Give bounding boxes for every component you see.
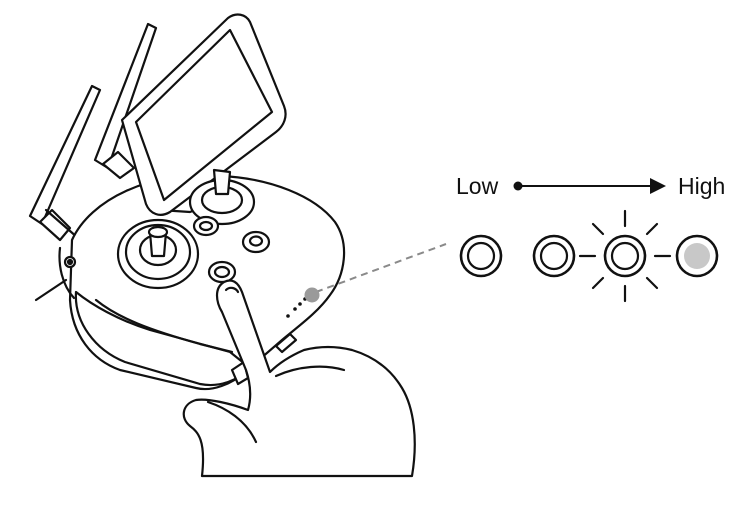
controller-buttons <box>192 215 271 284</box>
low-label: Low <box>456 173 499 199</box>
indicator-states <box>459 209 719 303</box>
pressing-hand <box>182 279 416 478</box>
level-scale: Low High <box>456 173 725 199</box>
callout-dot <box>304 287 320 303</box>
left-joystick <box>116 218 200 290</box>
remote-controller-illustration <box>28 13 346 391</box>
high-label: High <box>678 173 725 199</box>
right-joystick <box>188 168 256 226</box>
antenna-right <box>93 22 158 180</box>
indicator-blinking <box>578 209 672 303</box>
indicator-solid <box>675 234 719 278</box>
indicator-thick-ring <box>532 234 576 278</box>
battery-level-leds <box>286 297 307 318</box>
indicator-off <box>459 234 503 278</box>
display-screen <box>120 13 287 216</box>
scale-arrow-head <box>650 178 666 194</box>
blink-rays <box>578 209 672 303</box>
callout <box>304 243 447 303</box>
controller-grip <box>74 290 252 387</box>
antenna-left <box>28 84 102 302</box>
